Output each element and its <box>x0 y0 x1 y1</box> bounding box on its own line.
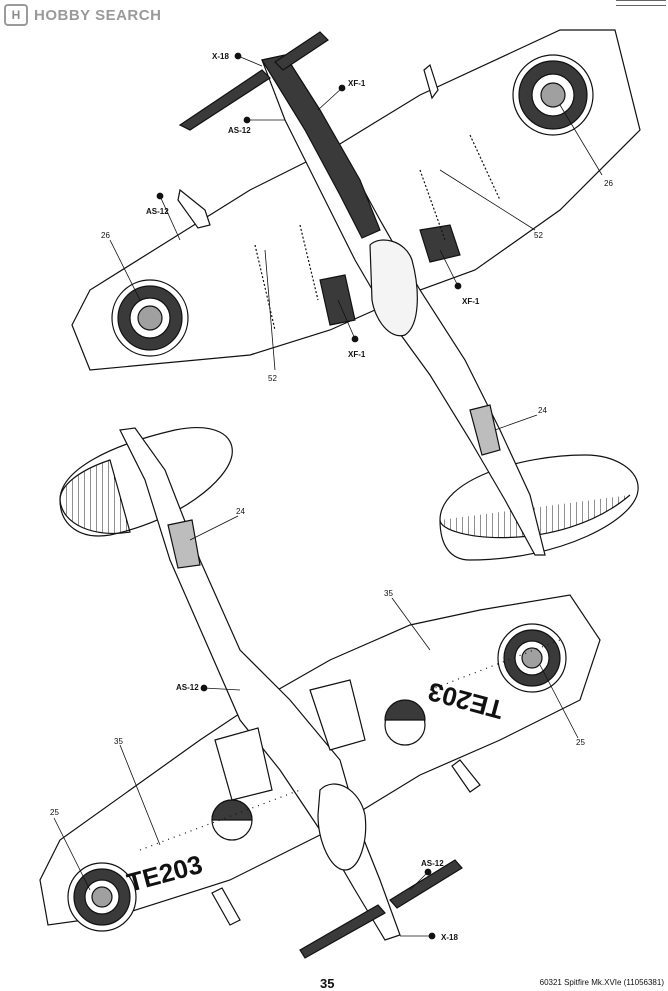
label-as12-wing: AS-12 <box>146 207 169 216</box>
ref-26-right: 26 <box>604 179 613 188</box>
bottom-view-aircraft <box>39 427 601 959</box>
ref-35-left: 35 <box>114 737 123 746</box>
ref-25-right: 25 <box>576 738 585 747</box>
ref-26-left: 26 <box>101 231 110 240</box>
header-rule <box>616 0 666 6</box>
label-xf1-right: XF-1 <box>462 297 480 306</box>
ref-24-top: 24 <box>538 406 547 415</box>
label-as12-top: AS-12 <box>228 126 251 135</box>
ref-35-right: 35 <box>384 589 393 598</box>
label-as12-fuselage: AS-12 <box>176 683 199 692</box>
ref-52-right: 52 <box>534 231 543 240</box>
label-xf1-spinner: XF-1 <box>348 79 366 88</box>
kit-info: 60321 Spitfire Mk.XVIe (11056381) <box>539 978 664 987</box>
watermark-logo: H HOBBY SEARCH <box>4 4 161 26</box>
watermark-text: HOBBY SEARCH <box>34 6 162 24</box>
ref-52-left: 52 <box>268 374 277 383</box>
label-as12-spinner: AS-12 <box>421 859 444 868</box>
top-dark-camo <box>261 54 381 239</box>
label-x18-top: X-18 <box>212 52 229 61</box>
top-grey-band <box>469 404 501 456</box>
top-canopy <box>369 239 418 337</box>
bottom-callouts <box>53 515 579 940</box>
bottom-grey-band <box>167 519 201 569</box>
bottom-propeller <box>299 904 386 959</box>
hobby-search-icon: H <box>4 4 28 26</box>
label-x18-bottom: X-18 <box>441 933 458 942</box>
top-callouts <box>109 52 603 431</box>
ref-24-bottom: 24 <box>236 507 245 516</box>
label-xf1-left: XF-1 <box>348 350 366 359</box>
top-view-aircraft <box>71 29 641 561</box>
ref-25-left: 25 <box>50 808 59 817</box>
top-propeller <box>178 69 271 131</box>
page-number: 35 <box>320 976 335 991</box>
